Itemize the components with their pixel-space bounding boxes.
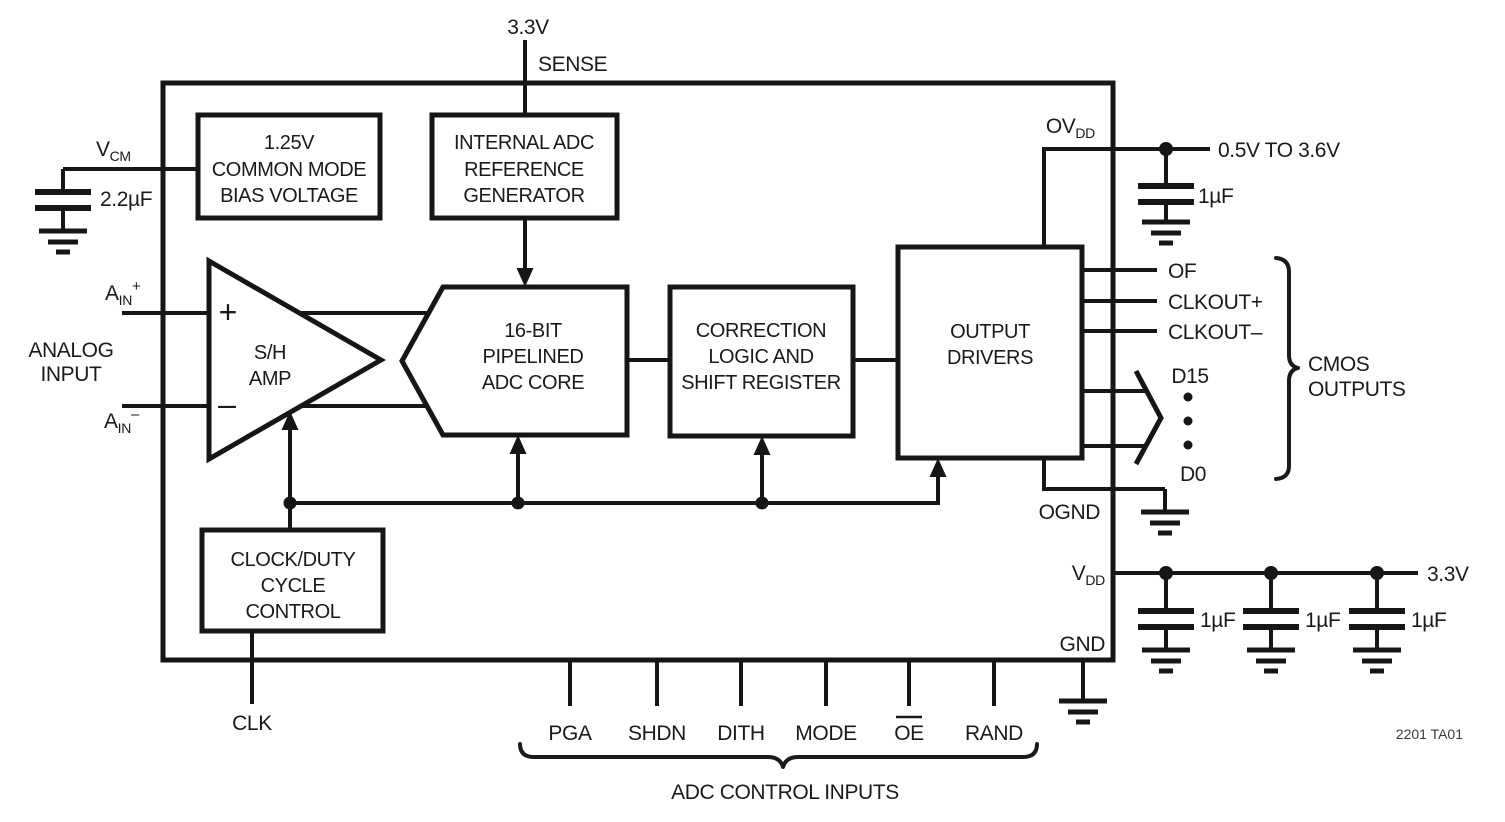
label-supply-top: 3.3V: [507, 16, 549, 39]
correction-label-3: SHIFT REGISTER: [681, 372, 841, 394]
block-clock-duty-control: [199, 527, 386, 634]
data-bus-arrowhead: [1133, 369, 1164, 466]
figure-id-note: 2201 TA01: [1396, 726, 1463, 742]
label-of: OF: [1168, 260, 1196, 283]
correction-label-1: CORRECTION: [696, 320, 826, 342]
label-supply-vdd: 3.3V: [1427, 563, 1469, 586]
bias-label-3: BIAS VOLTAGE: [220, 185, 358, 207]
clock-label-3: CONTROL: [246, 601, 341, 623]
drivers-label-2: DRIVERS: [947, 347, 1033, 369]
label-oe: OE: [894, 722, 924, 745]
clock-label-1: CLOCK/DUTY: [231, 549, 356, 571]
bias-label-1: 1.25V: [264, 132, 315, 154]
label-dith: DITH: [717, 722, 764, 745]
block-correction-logic: [667, 284, 856, 439]
block-output-drivers: [895, 244, 1085, 461]
amp-label-2: AMP: [249, 368, 291, 390]
label-gnd: GND: [1060, 633, 1106, 656]
label-ain-plus: AIN+: [105, 278, 141, 308]
core-label-2: PIPELINED: [483, 346, 584, 368]
label-cap-vcm: 2.2µF: [100, 188, 152, 211]
block-reference-generator: [429, 112, 620, 221]
label-clk: CLK: [232, 712, 272, 735]
label-cap-vdd-3: 1µF: [1411, 609, 1446, 632]
label-sense: SENSE: [538, 53, 608, 76]
label-vcm: VCM: [96, 138, 131, 164]
block-adc-core: [399, 284, 630, 438]
correction-label-2: LOGIC AND: [708, 346, 813, 368]
junction-dot-ovdd: [1159, 142, 1173, 156]
junction-dot-vdd-3: [1370, 566, 1384, 580]
junction-dot-bus-1: [283, 496, 297, 510]
adc-control-inputs-brace: [518, 742, 1039, 769]
junction-dot-bus-2: [511, 496, 525, 510]
label-mode: MODE: [795, 722, 857, 745]
junction-dot-bus-3: [755, 496, 769, 510]
drivers-label-1: OUTPUT: [950, 321, 1030, 343]
label-pga: PGA: [548, 722, 592, 745]
label-cap-vdd-2: 1µF: [1305, 609, 1340, 632]
label-cap-ovdd: 1µF: [1198, 185, 1233, 208]
symbols: [35, 142, 1405, 769]
junction-dot-vdd-1: [1159, 566, 1173, 580]
blocks: [195, 112, 1085, 634]
block-bias-voltage: [195, 112, 383, 221]
refgen-label-1: INTERNAL ADC: [454, 132, 594, 154]
label-cmos-outputs-1: CMOS: [1308, 353, 1370, 376]
labels: 3.3V SENSE VCM 2.2µF ANALOG INPUT AIN+ A…: [28, 16, 1469, 804]
label-rand: RAND: [965, 722, 1023, 745]
sh-amp-triangle: [206, 256, 387, 464]
chip-boundary: [160, 80, 1116, 663]
wire-ovdd: [1042, 147, 1210, 247]
amp-label-1: S/H: [254, 342, 286, 364]
label-clkout-minus: CLKOUT–: [1168, 321, 1263, 344]
label-d15: D15: [1171, 365, 1208, 388]
label-d0: D0: [1180, 463, 1206, 486]
bias-label-2: COMMON MODE: [212, 159, 367, 181]
label-vdd: VDD: [1072, 562, 1105, 588]
label-ovdd-range: 0.5V TO 3.6V: [1218, 139, 1340, 162]
label-cap-vdd-1: 1µF: [1200, 609, 1235, 632]
clock-label-2: CYCLE: [261, 575, 326, 597]
refgen-label-3: GENERATOR: [463, 185, 584, 207]
ellipsis-dot-2: [1183, 416, 1193, 426]
wire-ognd: [1042, 458, 1165, 491]
junction-dot-vdd-2: [1264, 566, 1278, 580]
core-label-3: ADC CORE: [482, 372, 584, 394]
label-clkout-plus: CLKOUT+: [1168, 291, 1263, 314]
cmos-outputs-brace: [1274, 256, 1300, 481]
label-cmos-outputs-2: OUTPUTS: [1308, 378, 1406, 401]
amp-minus-input-sign: –: [218, 386, 236, 422]
label-analog-input-1: ANALOG: [28, 339, 113, 362]
label-ain-minus: AIN–: [104, 406, 140, 436]
refgen-label-2: REFERENCE: [464, 159, 584, 181]
amp-plus-input-sign: +: [219, 294, 238, 330]
label-ovdd: OVDD: [1046, 115, 1095, 141]
ellipsis-dot-1: [1183, 392, 1193, 402]
label-ognd: OGND: [1039, 501, 1101, 524]
label-shdn: SHDN: [628, 722, 686, 745]
ellipsis-dot-3: [1183, 440, 1193, 450]
label-analog-input-2: INPUT: [40, 363, 102, 386]
core-label-1: 16-BIT: [504, 320, 562, 342]
wire-control-bus: [290, 477, 940, 505]
label-adc-control-inputs: ADC CONTROL INPUTS: [671, 781, 899, 804]
